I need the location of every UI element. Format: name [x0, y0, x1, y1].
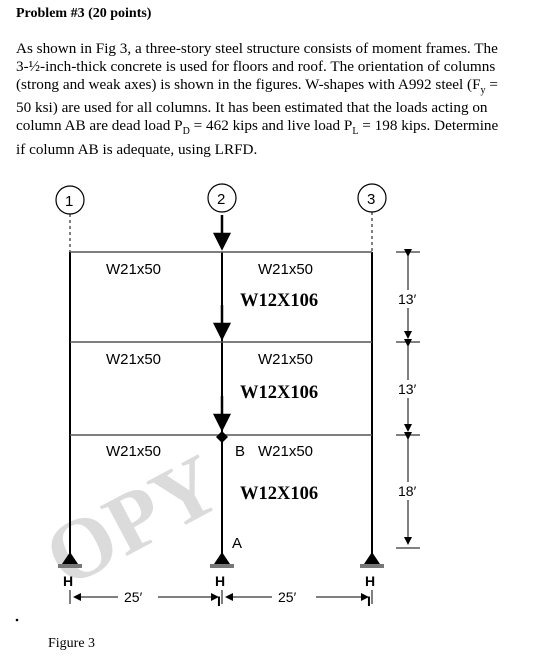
column-label-story2: W12X106 — [240, 383, 318, 403]
fy-subscript: y — [480, 84, 486, 96]
beam-label-floor2-left: W21x50 — [106, 443, 161, 460]
pd-tail: = 462 kips and live load P — [189, 117, 353, 135]
problem-statement: As shown in Fig 3, a three-story steel s… — [16, 40, 524, 159]
beam-label-floor2-right: W21x50 — [258, 443, 313, 460]
fy-tail: = — [485, 75, 498, 93]
pd-subscript: D — [182, 126, 190, 138]
point-label-a: A — [232, 535, 242, 552]
support-marker-2: H — [215, 573, 225, 589]
beam-label-floor3-left: W21x50 — [106, 351, 161, 368]
statement-line-6: if column AB is adequate, using LRFD. — [16, 141, 258, 159]
bay-dimensions — [69, 590, 373, 604]
grid-label-2: 2 — [217, 191, 225, 208]
pl-tail: = 198 kips. Determine — [358, 117, 499, 135]
statement-line-2: 3-½-inch-thick concrete is used for floo… — [16, 57, 496, 75]
statement-line-4: 50 ksi) are used for all columns. It has… — [16, 99, 488, 117]
axis-marker-3: I — [367, 593, 371, 609]
figure-caption: Figure 3 — [48, 636, 96, 651]
bay-width-1: 25′ — [124, 589, 143, 605]
watermark: OPY — [30, 435, 235, 605]
story-height-3: 13′ — [398, 291, 417, 307]
supports — [58, 552, 384, 568]
story-height-1: 18′ — [398, 483, 417, 499]
column-label-story1: W12X106 — [240, 484, 318, 504]
grid-bubbles: 1 2 3 — [55, 183, 387, 215]
story-height-2: 13′ — [398, 381, 417, 397]
joint-b-marker — [216, 431, 228, 443]
column-label-story3: W12X106 — [240, 291, 318, 311]
statement-line-5-text: column AB are dead load P — [16, 117, 183, 135]
load-arrows — [212, 215, 232, 432]
stray-dot — [15, 618, 19, 622]
statement-line-3: (strong and weak axes) is shown in the f… — [16, 76, 524, 100]
beam-label-roof-left: W21x50 — [106, 261, 161, 278]
beam-label-floor3-right: W21x50 — [258, 351, 313, 368]
grid-label-1: 1 — [65, 193, 73, 210]
pl-subscript: L — [352, 126, 359, 138]
axis-marker-2: I — [217, 593, 221, 609]
statement-line-1: As shown in Fig 3, a three-story steel s… — [16, 40, 498, 57]
grid-dash-lines — [69, 212, 373, 252]
point-label-b: B — [235, 443, 245, 460]
statement-line-5: column AB are dead load PD = 462 kips an… — [16, 117, 524, 141]
bay-width-2: 25′ — [278, 589, 297, 605]
statement-line-3-text: (strong and weak axes) is shown in the f… — [16, 75, 481, 93]
support-marker-3: H — [365, 573, 375, 589]
problem-title: Problem #3 (20 points) — [16, 6, 152, 21]
support-marker-1: H — [63, 573, 73, 589]
story-dimensions — [396, 249, 420, 549]
beam-label-roof-right: W21x50 — [258, 261, 313, 278]
grid-label-3: 3 — [367, 191, 375, 208]
